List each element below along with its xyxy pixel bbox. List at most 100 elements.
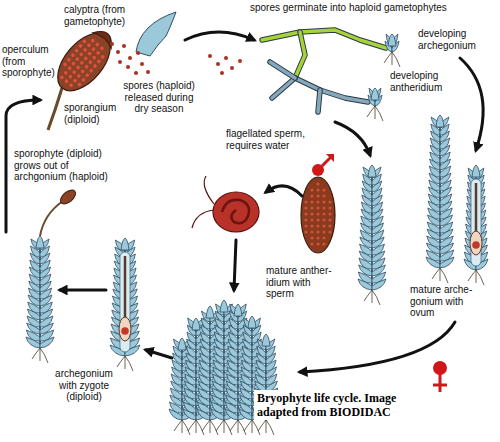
seta-stalk [40,201,63,236]
archegonium-venter [119,317,131,341]
rhizoid [244,420,252,431]
spore [96,50,101,55]
flagellum [192,176,214,228]
part-label: sporophyte (diploid) grows out of archgo… [14,148,118,183]
female-symbol-ring [433,361,447,375]
spore [81,77,86,82]
rhizoid [32,348,40,359]
spore [83,47,88,52]
sperm-coil [222,200,249,223]
rhizoid [216,420,224,431]
spore [64,79,69,84]
sperm-cell [316,242,319,245]
section-cut [120,252,130,352]
leafy-shoot [110,238,140,371]
antheridium [301,177,335,253]
caption: Bryophyte life cycle. Image adapted from… [254,390,424,420]
sperm-cell [316,224,319,227]
sperm-cell [310,242,313,245]
spore [86,43,91,48]
male-symbol-shaft [322,157,331,166]
female-symbol-stem [439,374,442,392]
cycle-arrow [266,186,302,196]
capsule-wall [48,24,121,101]
part-label: operculum (from sporophyte) [2,44,60,79]
sperm-cell [322,224,325,227]
part-label: developing antheridium [390,70,452,93]
protonema-outline [295,78,368,102]
spore [116,50,120,54]
female-symbol [433,361,447,392]
sperm-cell [304,206,307,209]
protonema-outline [318,90,320,112]
protonema-filament [262,30,386,48]
rhizoid [40,348,41,361]
apex-leaf [371,88,379,100]
leafy-shoot [367,88,383,121]
spore [208,54,212,58]
rhizoid [375,106,376,119]
rhizoid [40,348,48,363]
sperm-cell [322,188,325,191]
male-symbol [312,154,334,176]
sperm-cell [304,218,307,221]
sperm-cell [310,236,313,239]
rhizoid [210,420,211,433]
archegonium-section [470,179,482,266]
spore [88,60,93,65]
sperm-cell [316,188,319,191]
spore [85,73,90,78]
rhizoid [125,356,133,371]
sperm-cell [310,224,313,227]
rhizoid [364,290,372,301]
sperm-cell [316,230,319,233]
rhizoid [182,420,183,433]
rhizoid [182,420,190,435]
rhizoid [432,268,440,279]
spore [95,42,100,47]
apex-leaf [436,115,444,127]
sperm-cell [328,200,331,203]
sperm-cell [316,236,319,239]
spore [82,39,87,44]
spore [89,68,94,73]
spore [128,56,132,60]
rhizoid [202,420,210,431]
rhizoid [392,52,400,67]
cycle-arrow [60,289,106,292]
spore [110,42,114,46]
rhizoid [252,420,260,435]
part-label: spores germinate into haploid gametophyt… [250,2,496,14]
apex-leaf [262,334,270,346]
spore [79,60,84,65]
female-symbol-bar [433,384,447,387]
rhizoid [238,420,239,433]
apex-leaf [234,304,242,316]
spore [72,78,77,83]
part-label: flagellated sperm, requires water [226,128,322,151]
rhizoid [266,420,274,435]
sperm-cell [322,236,325,239]
spore [76,73,81,78]
leafy-shoot [26,236,54,363]
spore [74,48,79,53]
sperm-cell [310,218,313,221]
rhizoid [372,290,373,303]
rhizoid [440,268,441,281]
leafy-shoot [464,165,488,285]
spore [75,56,80,61]
part-label: calyptra (from gametophyte) [64,4,144,27]
sperm-cell [310,188,313,191]
rhizoid [468,270,476,281]
antheridium-body [301,177,335,253]
spore [91,47,96,52]
sperm-cell [316,200,319,203]
leafy-shoot [183,318,209,435]
sperm-cell [304,224,307,227]
apex-leaf [178,338,186,350]
spore [72,70,77,75]
protonema-outline [262,30,386,48]
archegonium-neck [475,183,478,232]
apex-leaf [121,238,129,250]
sperm-cell [328,224,331,227]
